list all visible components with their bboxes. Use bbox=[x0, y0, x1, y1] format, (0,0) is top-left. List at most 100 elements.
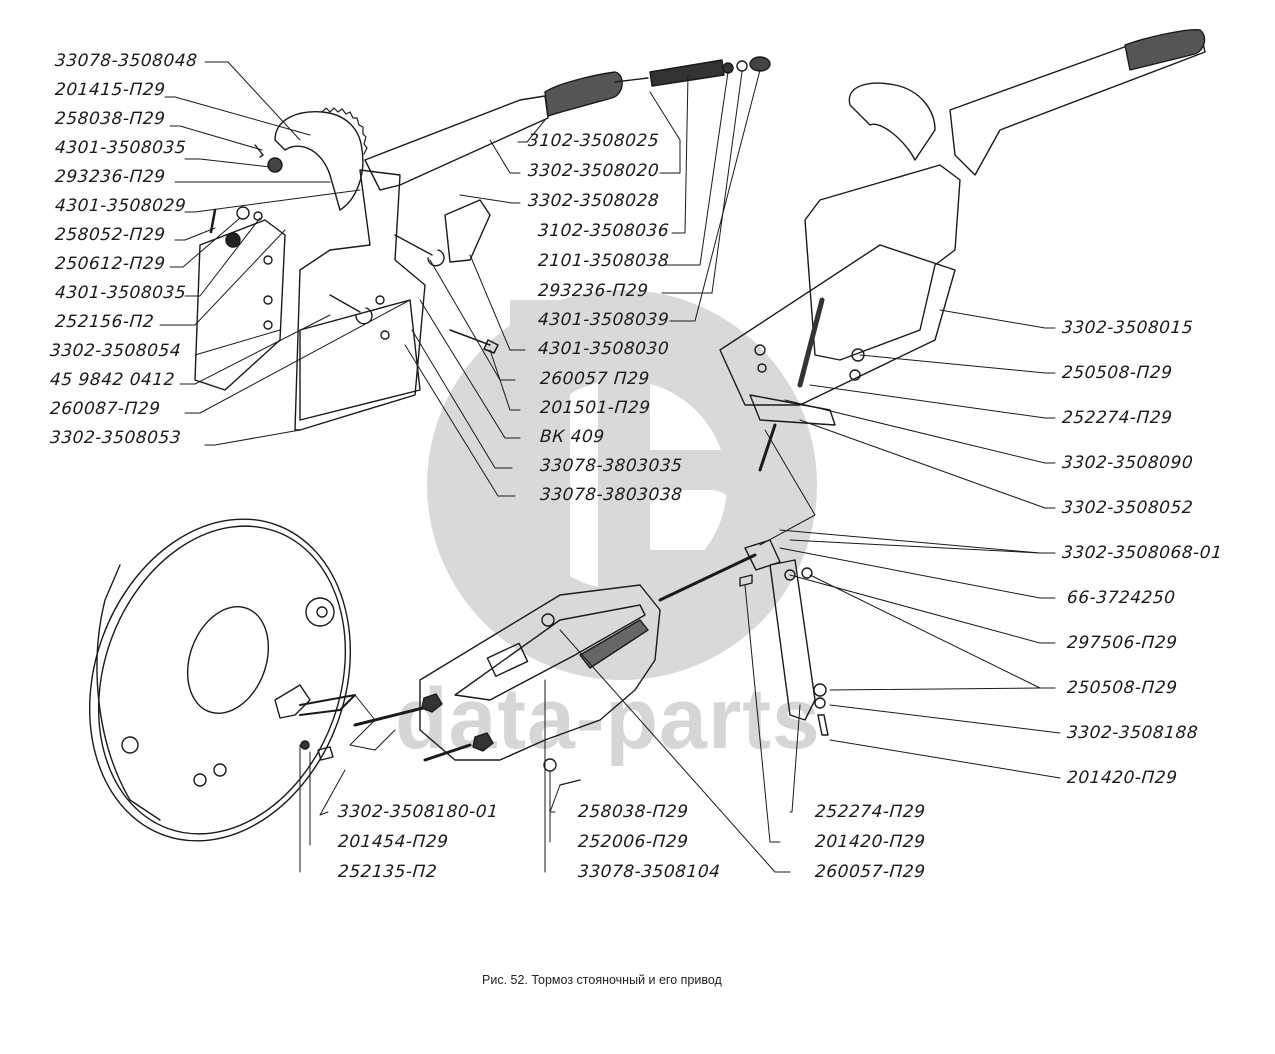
backing-plate-inner-rim bbox=[97, 525, 347, 835]
part-label: 250508-П29 bbox=[1066, 678, 1179, 698]
cable-break bbox=[759, 429, 816, 546]
bolt-hole bbox=[263, 320, 273, 330]
bolt-hole bbox=[380, 330, 390, 340]
part-label: 4301-3508035 bbox=[54, 283, 187, 303]
cotter-pin bbox=[254, 144, 264, 158]
bolt-hole bbox=[375, 295, 385, 305]
part-label: 252156-П2 bbox=[54, 312, 155, 332]
mounting-base bbox=[719, 244, 956, 406]
leader-lines bbox=[159, 61, 1061, 873]
washer bbox=[736, 60, 748, 72]
part-label: 201415-П29 bbox=[54, 80, 167, 100]
parking-brake-lever-exploded bbox=[194, 56, 771, 431]
part-label: 201454-П29 bbox=[337, 832, 450, 852]
part-label: 258052-П29 bbox=[54, 225, 167, 245]
lever-grip bbox=[1124, 28, 1206, 71]
part-label: 3302-3508020 bbox=[527, 161, 660, 181]
figure-caption: Рис. 52. Тормоз стояночный и его привод bbox=[482, 973, 722, 987]
part-label: 260087-П29 bbox=[49, 399, 162, 419]
part-label: 2101-3508038 bbox=[537, 251, 670, 271]
lever-handle bbox=[364, 95, 549, 191]
cotter-pin bbox=[559, 779, 581, 786]
part-label: 3302-3508054 bbox=[49, 341, 182, 361]
part-label: 3302-3508068-01 bbox=[1061, 543, 1224, 563]
nut bbox=[849, 369, 861, 381]
part-label: 3302-3508052 bbox=[1061, 498, 1194, 518]
part-label: 250612-П29 bbox=[54, 254, 167, 274]
release-trigger bbox=[848, 82, 936, 161]
bleeder-nut bbox=[316, 606, 328, 618]
pawl bbox=[444, 199, 491, 263]
part-label: 3302-3508028 bbox=[527, 191, 660, 211]
part-label: 250508-П29 bbox=[1061, 363, 1174, 383]
part-label: 252006-П29 bbox=[577, 832, 690, 852]
part-label: 33078-3508048 bbox=[54, 51, 199, 71]
cable-nut bbox=[472, 732, 494, 752]
nut bbox=[754, 344, 766, 356]
lever-grip bbox=[544, 71, 623, 117]
part-label: 252135-П2 bbox=[337, 862, 438, 882]
part-label: 3102-3508025 bbox=[527, 131, 660, 151]
part-label: 252274-П29 bbox=[814, 802, 927, 822]
part-label: 293236-П29 bbox=[537, 281, 650, 301]
washer bbox=[543, 758, 557, 772]
part-label: 297506-П29 bbox=[1066, 633, 1179, 653]
button-cap bbox=[749, 56, 771, 72]
nut bbox=[801, 567, 813, 579]
part-label: 201420-П29 bbox=[814, 832, 927, 852]
part-label: 33078-3803038 bbox=[539, 485, 684, 505]
screw bbox=[209, 208, 217, 234]
brake-backing-plate bbox=[88, 518, 396, 842]
bolt-hole bbox=[263, 295, 273, 305]
pin-head bbox=[541, 613, 555, 627]
adjuster-hole bbox=[121, 736, 139, 754]
sector-teeth bbox=[321, 107, 368, 155]
part-label: 260057 П29 bbox=[539, 369, 651, 389]
lever-rod bbox=[614, 77, 649, 83]
bolt bbox=[317, 746, 334, 761]
nut bbox=[300, 740, 310, 750]
part-label: 3302-3508188 bbox=[1066, 723, 1199, 743]
toothed-washer bbox=[225, 232, 241, 248]
washer bbox=[722, 62, 734, 74]
part-label: 201420-П29 bbox=[1066, 768, 1179, 788]
cable-sleeve bbox=[744, 539, 781, 571]
part-label: 3302-3508090 bbox=[1061, 453, 1194, 473]
part-label: 201501-П29 bbox=[539, 398, 652, 418]
bolt bbox=[817, 714, 829, 736]
hub-opening bbox=[186, 606, 270, 714]
lock-washer bbox=[253, 211, 263, 221]
part-label: 3302-3508015 bbox=[1061, 318, 1194, 338]
part-label: 293236-П29 bbox=[54, 167, 167, 187]
nut bbox=[757, 363, 767, 373]
cable-end bbox=[758, 423, 777, 472]
parking-brake-lever-assembled bbox=[719, 28, 1206, 472]
return-spring bbox=[797, 297, 825, 388]
cable-guide bbox=[274, 684, 311, 719]
housing-window bbox=[454, 604, 646, 701]
cable-bracket bbox=[749, 394, 836, 426]
part-label: 258038-П29 bbox=[577, 802, 690, 822]
base-plate bbox=[299, 299, 421, 421]
ratchet-sector bbox=[274, 111, 364, 211]
lever-bracket bbox=[294, 169, 426, 431]
nut bbox=[236, 206, 250, 220]
housing-body bbox=[419, 584, 661, 761]
part-label: 4301-3508039 bbox=[537, 310, 670, 330]
clamp-block bbox=[486, 642, 529, 677]
support-bracket bbox=[769, 559, 816, 721]
washer bbox=[814, 697, 826, 709]
part-label: 4301-3508029 bbox=[54, 196, 187, 216]
part-label: 4301-3508035 bbox=[54, 138, 187, 158]
part-label: 45 9842 0412 bbox=[49, 370, 176, 390]
wheel-cylinder bbox=[305, 597, 335, 627]
cable-nut bbox=[421, 693, 443, 713]
bolt bbox=[739, 574, 753, 587]
pin bbox=[394, 234, 445, 267]
bolt bbox=[449, 329, 499, 354]
bolt-hole bbox=[263, 255, 273, 265]
spring bbox=[649, 59, 725, 87]
cable-lever bbox=[299, 694, 356, 716]
